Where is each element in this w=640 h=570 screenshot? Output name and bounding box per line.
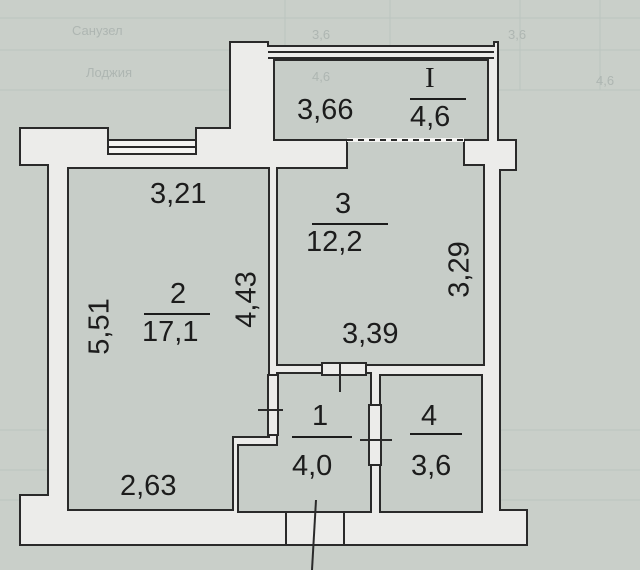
- room-I-area: 4,6: [410, 101, 451, 133]
- bg-row2-val-a: 4,6: [312, 69, 331, 84]
- room-2-area: 17,1: [142, 316, 199, 348]
- bg-row1-val-a: 3,6: [312, 27, 331, 42]
- loggia-railing: [268, 51, 494, 59]
- room-3-area: 12,2: [306, 226, 363, 258]
- room-3-number: 3: [335, 188, 352, 220]
- bg-row1-val-b: 3,6: [508, 27, 527, 42]
- room-3-height-dimension: 3,29: [443, 241, 476, 298]
- room-1-number: 1: [312, 400, 329, 432]
- room-2-fraction-line: [144, 313, 210, 315]
- bg-row2-label: Лоджия: [86, 65, 133, 80]
- room-1-fraction-line: [292, 436, 352, 438]
- loggia: [273, 59, 489, 141]
- bg-row2-val-b: 4,6: [596, 73, 615, 88]
- room-2-right-dimension: 4,43: [230, 271, 263, 328]
- room-2: [67, 167, 270, 511]
- room-3-bottom-dimension: 3,39: [342, 318, 399, 350]
- room-2-top-dimension: 3,21: [150, 178, 207, 210]
- window-room-2: [107, 139, 197, 155]
- room-3-fraction-line: [312, 223, 388, 225]
- bg-row1-label: Санузел: [72, 23, 123, 38]
- room-I-number: I: [425, 62, 435, 94]
- room-2-bottom-dimension: 2,63: [120, 470, 177, 502]
- room-I-fraction-line: [410, 98, 466, 100]
- door-openings: [258, 362, 392, 570]
- room-4-area: 3,6: [411, 450, 452, 482]
- room-1: [237, 372, 372, 513]
- room-4-fraction-line: [410, 433, 462, 435]
- loggia-width-label: 3,66: [297, 94, 354, 126]
- room-2-height-dimension: 5,51: [83, 298, 116, 355]
- room-2-number: 2: [170, 278, 187, 310]
- room-1-area: 4,0: [292, 450, 333, 482]
- room-4: [379, 374, 483, 513]
- room-4-number: 4: [421, 400, 438, 432]
